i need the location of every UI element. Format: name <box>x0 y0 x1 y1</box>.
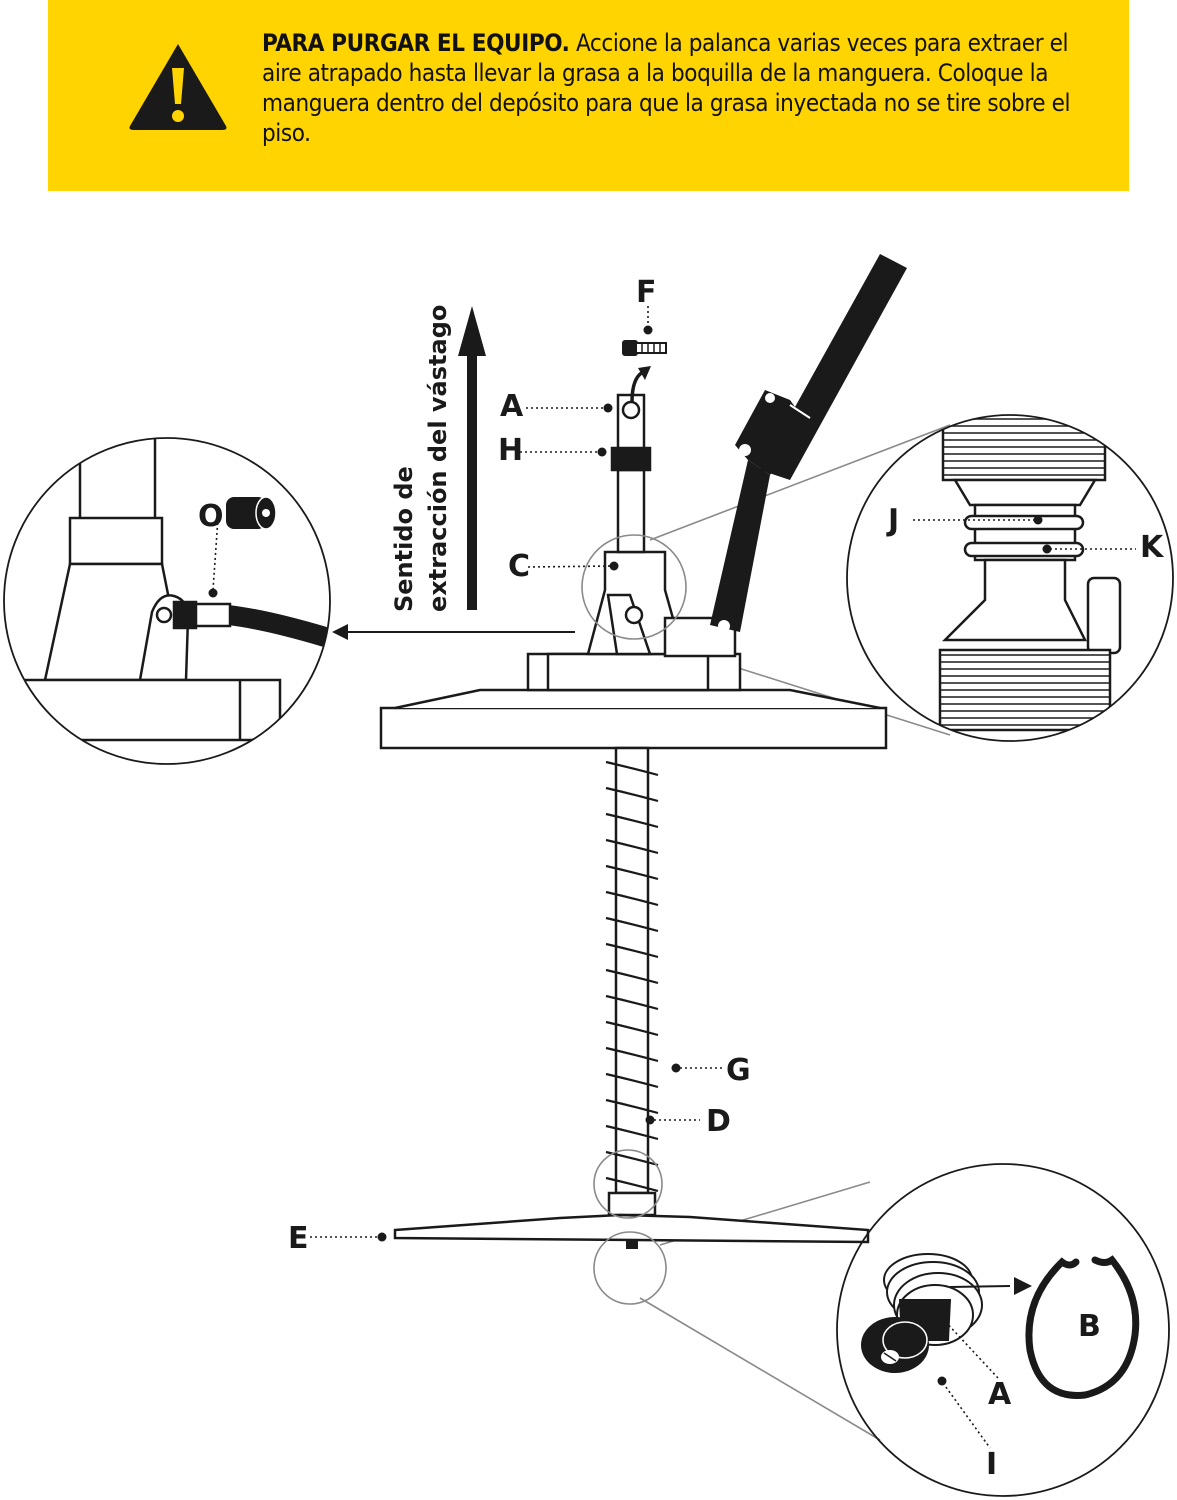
extraction-direction-arrow <box>458 306 486 610</box>
label-E: E <box>288 1221 309 1256</box>
label-H: H <box>498 433 523 468</box>
label-A-detail: A <box>988 1377 1012 1412</box>
magnifier-circles <box>581 534 687 1305</box>
cap-O <box>226 496 277 530</box>
label-C: C <box>508 549 530 584</box>
label-B: B <box>1078 1309 1101 1344</box>
label-F: F <box>636 275 657 310</box>
detail-hose-connection <box>3 437 331 765</box>
detail-check-valve <box>836 1163 1170 1497</box>
suction-tube-and-spring <box>605 746 659 1217</box>
label-J: J <box>886 503 899 538</box>
label-G: G <box>726 1053 751 1088</box>
label-K: K <box>1140 530 1165 565</box>
tank-lid <box>379 706 888 750</box>
warning-body: Accione la palanca varias veces para ext… <box>262 29 1071 147</box>
pump-handle <box>710 254 907 632</box>
label-D: D <box>706 1104 731 1139</box>
direction-text-line2: extracción del vástago <box>424 305 452 612</box>
detail-seal-rings <box>846 414 1174 742</box>
follower-plate <box>393 1213 870 1249</box>
direction-text-line1: Sentido de <box>390 466 418 612</box>
detail-arrow-left <box>332 624 575 640</box>
bolt-F <box>622 340 667 403</box>
warning-title: PARA PURGAR EL EQUIPO. <box>262 29 570 57</box>
warning-banner: PARA PURGAR EL EQUIPO. Accione la palanc… <box>48 0 1129 191</box>
label-dots <box>208 325 1052 1386</box>
pump-assembly <box>379 393 888 750</box>
label-leaders <box>212 306 1136 1449</box>
warning-text: PARA PURGAR EL EQUIPO. Accione la palanc… <box>262 28 1102 148</box>
warning-triangle-icon <box>129 44 227 130</box>
label-A: A <box>500 389 524 424</box>
label-O: O <box>198 499 224 534</box>
label-I: I <box>986 1447 997 1482</box>
